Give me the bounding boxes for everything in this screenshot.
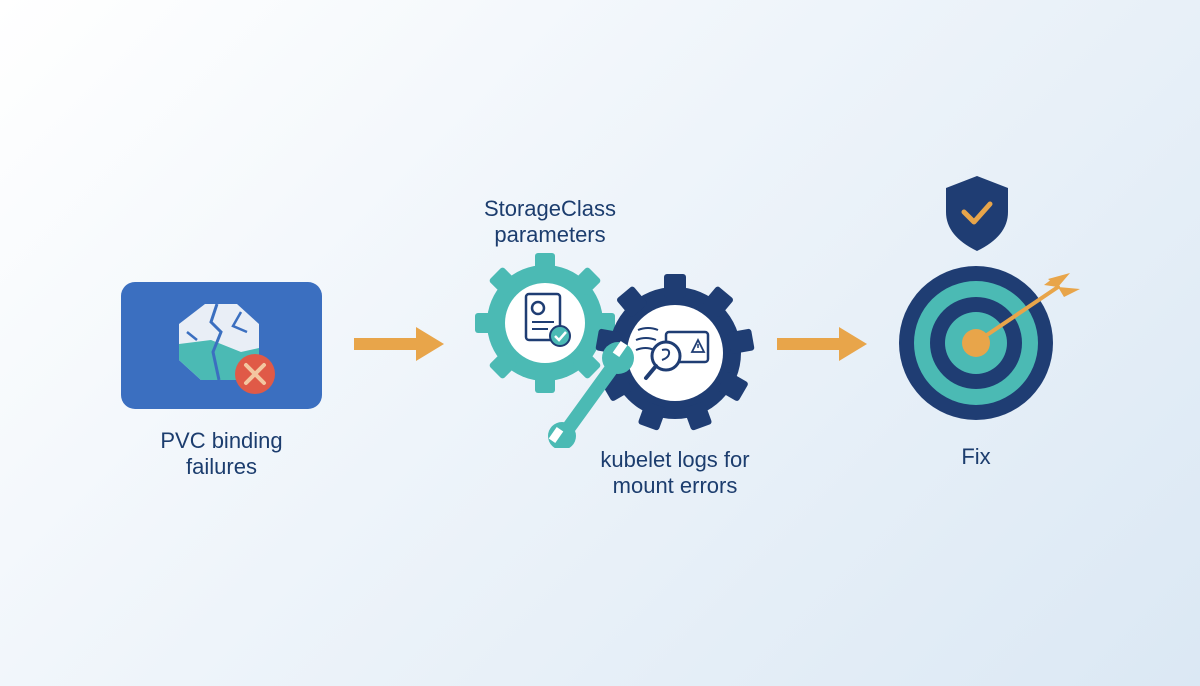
kubelet-logs-label: kubelet logs for mount errors [600,447,750,498]
wrench-icon [548,340,634,448]
target [898,265,1088,425]
troubleshoot-gears [470,248,770,448]
storageclass-parameters-label: StorageClass parameters [483,196,617,247]
broken-volume-error-icon [121,282,322,409]
pvc-failure-card [121,282,322,409]
gear-document-check-icon [475,253,615,393]
right-arrow-icon [354,327,444,361]
fix-label: Fix [961,444,991,469]
flow-arrow-1 [354,327,446,361]
right-arrow-icon [777,327,867,361]
shield-check-icon [946,176,1008,251]
target-arrow-icon [899,266,1080,420]
gear-log-magnifier-icon [595,274,755,431]
shield-check [944,174,1010,252]
flow-arrow-2 [777,327,869,361]
pvc-binding-failures-label: PVC binding failures [160,428,283,479]
